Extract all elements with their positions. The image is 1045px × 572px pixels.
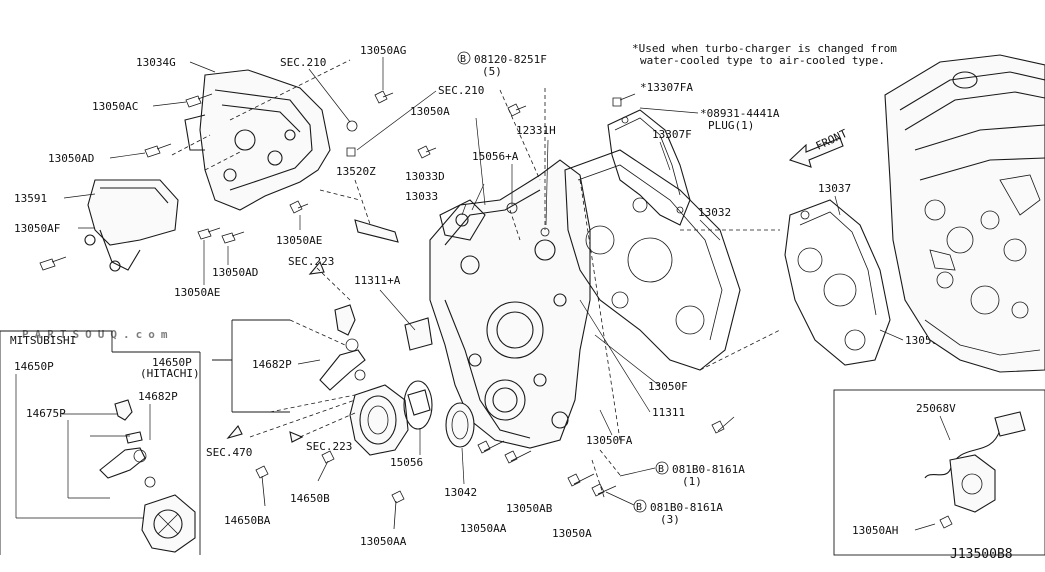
engine-block — [884, 54, 1045, 373]
leader-lines-top-left — [63, 57, 437, 285]
part-label: 13050AA — [360, 535, 407, 548]
diagram-id: J13500B8 — [950, 547, 1013, 562]
chain-guide-13591 — [84, 179, 179, 272]
part-label: 13050AF — [14, 222, 60, 235]
arrow-icon — [226, 425, 243, 440]
part-label: 13050A — [410, 105, 450, 118]
section-reference: SEC.210 — [280, 56, 326, 69]
labels-hitachi: 14650P (HITACHI) 14682P — [140, 319, 356, 438]
washer-icon — [612, 97, 622, 107]
section-reference: SEC.470 — [206, 446, 252, 459]
part-label: 13050AE — [174, 286, 220, 299]
part-label: 13050AB — [506, 502, 553, 515]
part-label: 14650P — [14, 360, 54, 373]
group-title: (HITACHI) — [140, 367, 200, 380]
section-reference: SEC.223 — [306, 440, 352, 453]
part-label: 13050AC — [92, 100, 138, 113]
dowel-12331H — [540, 227, 550, 237]
bolt-set-bottom — [255, 416, 735, 530]
mitsubishi-group-box: MITSUBISHI 14650P 14675P 14682P — [0, 330, 201, 555]
note-line-2: water-cooled type to air-cooled type. — [640, 54, 885, 67]
front-timing-cover-11311 — [429, 159, 591, 449]
part-label: 13033 — [405, 190, 438, 203]
part-label: 13520Z — [336, 165, 376, 178]
bolt-14675P — [334, 304, 356, 336]
hitachi-group-box — [212, 319, 290, 413]
o-ring-15056A — [506, 202, 518, 214]
circled-letter: B — [460, 54, 466, 65]
part-label: 13050F — [648, 380, 688, 393]
part-label: 14682P — [252, 358, 292, 371]
part-quantity: (1) — [682, 475, 702, 488]
bolt-icon — [114, 399, 133, 421]
note-block: *Used when turbo-charger is changed from… — [632, 42, 897, 67]
circled-b-marker — [457, 51, 471, 65]
part-label: 13050AG — [360, 44, 406, 57]
part-label: 13050AE — [276, 234, 322, 247]
group-title: MITSUBISHI — [10, 334, 76, 347]
part-label: 14650P — [152, 356, 192, 369]
arrow-icon — [289, 431, 304, 443]
part-label: 13307F — [652, 128, 692, 141]
gasket-13037 — [784, 199, 891, 366]
section-reference: SEC.210 — [438, 84, 484, 97]
part-label: 12331H — [516, 124, 556, 137]
labels-top-right: *13307FA *08931-4441A PLUG(1) 13307F 130… — [612, 81, 945, 347]
labels-top-center: B 08120-8251F (5) 12331H 15056+A — [457, 51, 556, 163]
part-label: 13050AH — [852, 524, 898, 537]
note-line-1: *Used when turbo-charger is changed from — [632, 42, 897, 55]
arrow-icon — [788, 137, 844, 168]
gasket-13032 — [564, 149, 741, 371]
rear-timing-cover-upper — [184, 69, 331, 211]
part-label: 13050AD — [48, 152, 94, 165]
part-label: 081B0-8161A — [672, 463, 745, 476]
circled-letter: B — [658, 464, 664, 475]
part-quantity: (5) — [482, 65, 502, 78]
part-label: 13042 — [444, 486, 477, 499]
part-label: *08931-4441A — [700, 107, 780, 120]
part-label: 14675P — [26, 407, 66, 420]
part-label: 11311 — [652, 406, 685, 419]
bolt-set-left — [39, 90, 527, 271]
part-label: 13037 — [818, 182, 851, 195]
connector-icon — [994, 411, 1026, 437]
part-label: 15056 — [390, 456, 423, 469]
part-label: 13034G — [136, 56, 176, 69]
part-label: 14650BA — [224, 514, 271, 527]
oil-seal-13042 — [445, 402, 475, 485]
part-label: 25068V — [916, 402, 956, 415]
front-direction-arrow: FRONT — [788, 127, 850, 168]
part-label: 13591 — [14, 192, 47, 205]
part-label: 11311+A — [354, 274, 401, 287]
section-reference: SEC.223 — [288, 255, 334, 268]
part-label: 13032 — [698, 206, 731, 219]
part-label: 13050AA — [460, 522, 507, 535]
vacuum-pump-hitachi — [319, 304, 431, 456]
part-label: 081B0-8161A — [650, 501, 723, 514]
part-label-sub: PLUG(1) — [708, 119, 754, 132]
leader-lines-center — [461, 88, 661, 441]
part-label: 13050FA — [586, 434, 633, 447]
labels-top-left: 13034G 13050AC 13050AD 13591 13050AF 130… — [14, 44, 484, 299]
part-13520Z — [354, 179, 399, 243]
part-label: *13307FA — [640, 81, 693, 94]
o-ring-15056 — [403, 380, 433, 455]
circled-letter: B — [636, 502, 642, 513]
part-label: 13050AD — [212, 266, 258, 279]
part-label: 08120-8251F — [474, 53, 547, 66]
part-label: 14650B — [290, 492, 330, 505]
section-arrows: SEC.470 SEC.223 — [206, 260, 356, 459]
circled-b-marker — [633, 499, 647, 513]
sensor-group-box: 25068V 13050AH — [833, 389, 1045, 556]
circled-b-marker — [655, 461, 669, 475]
part-label: 14682P — [138, 390, 178, 403]
gasket-13307F — [607, 109, 691, 226]
part-label: 15056+A — [472, 150, 519, 163]
labels-bottom: 15056 13042 13050AB 13050AA 13050A 14650… — [224, 380, 745, 548]
part-label: 13050A — [552, 527, 592, 540]
part-quantity: (3) — [660, 513, 680, 526]
part-label: 13033D — [405, 170, 445, 183]
